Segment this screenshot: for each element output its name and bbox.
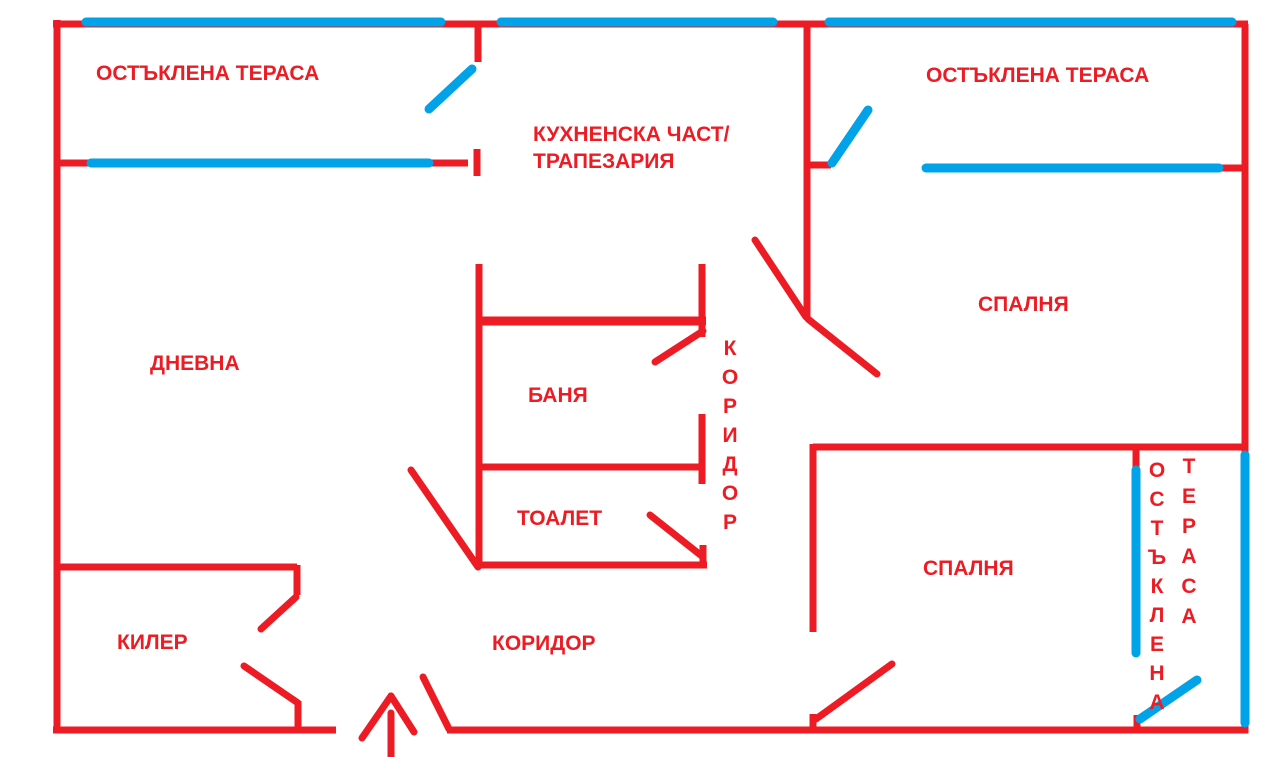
room-label-bathroom: БАНЯ bbox=[528, 384, 588, 407]
door-bedroom-upper bbox=[804, 315, 881, 378]
kitchen-walls bbox=[803, 24, 1245, 318]
door-swings bbox=[240, 236, 896, 733]
door-bedroom-lower bbox=[812, 660, 896, 723]
room-label-bedroom-upper: СПАЛНЯ bbox=[978, 293, 1069, 316]
room-label-pantry: КИЛЕР bbox=[117, 631, 188, 654]
entrance-arrow bbox=[358, 692, 418, 757]
entrance-arrow-head-right bbox=[387, 692, 418, 736]
entrance-arrow-head-left bbox=[358, 692, 395, 742]
room-label-terrace-top-right: ОСТЪКЛЕНА ТЕРАСА bbox=[926, 64, 1150, 87]
window-door-terrace-strip bbox=[1135, 675, 1202, 724]
window-door-terrace-right bbox=[827, 105, 873, 168]
windows bbox=[81, 17, 1250, 728]
door-pantry-lower bbox=[240, 662, 302, 707]
room-label-corridor-horizontal: КОРИДОР bbox=[492, 632, 596, 655]
room-label-kitchen-line1: КУХНЕНСКА ЧАСТ/ bbox=[533, 123, 730, 146]
door-bathroom bbox=[651, 327, 707, 366]
bathroom-walls bbox=[475, 264, 707, 569]
room-label-living-room: ДНЕВНА bbox=[150, 352, 240, 375]
room-label-terrace-top-left: ОСТЪКЛЕНА ТЕРАСА bbox=[96, 62, 320, 85]
room-label-bedroom-lower: СПАЛНЯ bbox=[923, 557, 1014, 580]
terrace-left-walls bbox=[57, 24, 482, 176]
room-label-kitchen-line2: ТРАПЕЗАРИЯ bbox=[533, 150, 675, 173]
door-pantry-upper bbox=[257, 593, 300, 633]
door-kitchen-corridor bbox=[751, 236, 810, 321]
door-entrance bbox=[419, 673, 453, 733]
room-label-toilet: ТОАЛЕТ bbox=[517, 507, 603, 530]
window-door-terrace-left bbox=[424, 64, 477, 114]
bedroom-walls bbox=[809, 443, 1245, 733]
door-toilet bbox=[646, 511, 707, 561]
door-living-room bbox=[407, 466, 482, 571]
